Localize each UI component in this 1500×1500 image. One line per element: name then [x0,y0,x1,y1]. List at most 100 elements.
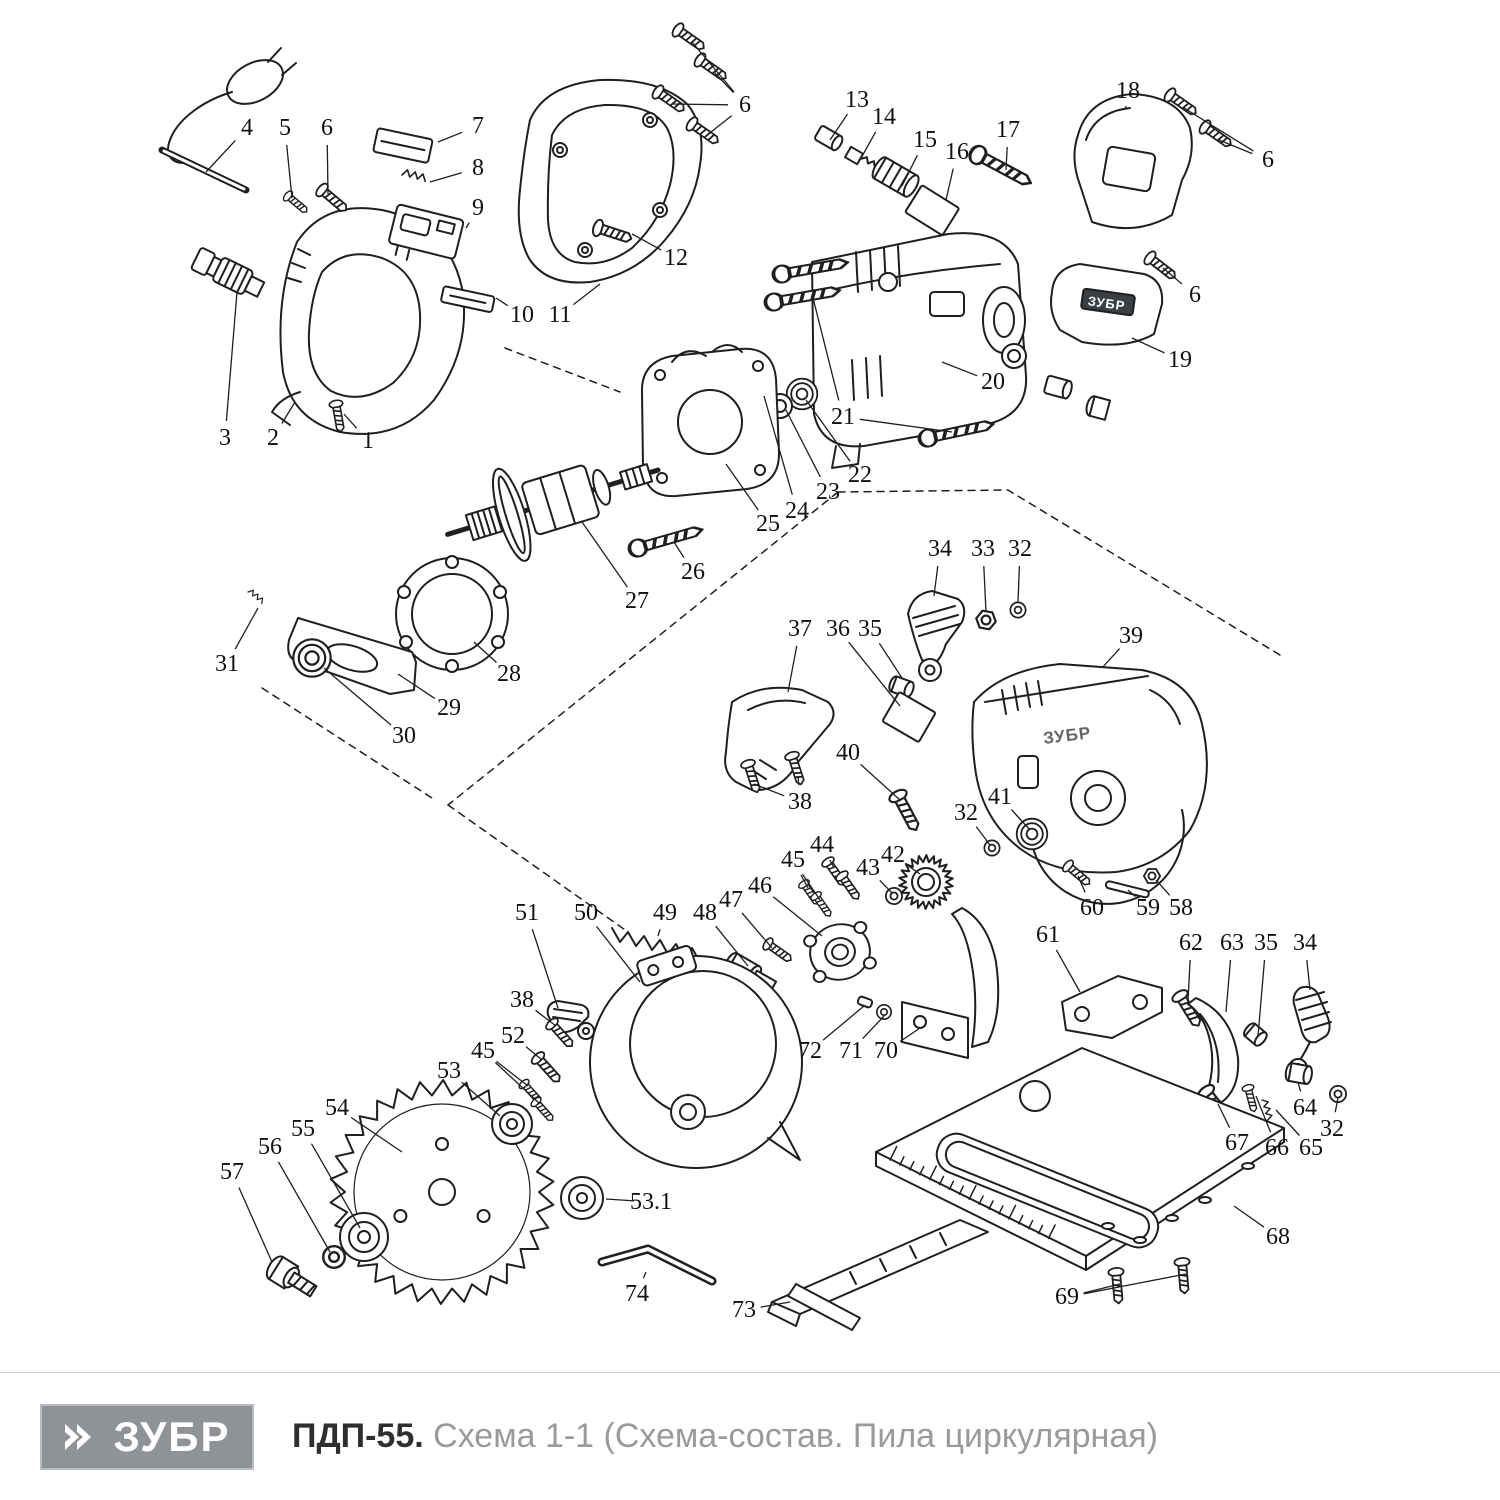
part-label-41: 41 [988,784,1012,810]
cap-marking: ЗУБР [1087,293,1126,313]
spacer-plate [882,691,936,743]
caption: ПДП-55. Схема 1-1 (Схема-состав. Пила ци… [292,1417,1158,1456]
rip-fence [767,1219,989,1331]
part-label-50: 50 [574,900,598,926]
part-label-59: 59 [1136,895,1160,921]
part-label-49: 49 [653,900,677,926]
part-label-52: 52 [501,1023,525,1049]
part-label-32: 32 [1008,536,1032,562]
base-plate [875,1047,1285,1271]
part-label-65: 65 [1299,1135,1323,1161]
motor-cap: ЗУБР [1050,263,1164,346]
part-label-14: 14 [872,104,896,130]
part-label-38: 38 [788,789,812,815]
part-label-2: 2 [267,425,279,451]
part-label-30: 30 [392,723,416,749]
part-label-64: 64 [1293,1095,1317,1121]
bearing-flange [803,921,877,983]
part-label-72: 72 [798,1038,822,1064]
switch [388,203,465,261]
part-label-39: 39 [1119,623,1143,649]
part-label-27: 27 [625,588,649,614]
part-label-19: 19 [1168,347,1192,373]
part-label-35: 35 [858,616,882,642]
part-label-53: 53 [437,1058,461,1084]
part-label-54: 54 [325,1095,349,1121]
part-label-10: 10 [510,302,534,328]
part-label-62: 62 [1179,930,1203,956]
switch-plate [372,127,434,164]
part-label-43: 43 [856,855,880,881]
part-label-6: 6 [739,92,751,118]
part-label-1: 1 [362,428,374,454]
part-label-55: 55 [291,1116,315,1142]
part-label-71: 71 [839,1038,863,1064]
part-label-3: 3 [219,425,231,451]
lever-nut [1284,1062,1313,1086]
part-label-4: 4 [241,115,253,141]
hex-key [597,1244,717,1286]
part-label-47: 47 [719,887,743,913]
part-label-12: 12 [664,245,688,271]
power-plug [167,47,297,164]
part-label-34: 34 [1293,930,1317,956]
blade-bolt [265,1255,318,1298]
bevel-bracket [1061,975,1163,1039]
cover-plate [440,285,496,313]
riving-knife [951,907,1000,1048]
cable-gland [190,247,266,298]
diagram-area: ЗУБР [158,20,1347,1331]
part-label-35: 35 [1254,930,1278,956]
part-label-29: 29 [437,695,461,721]
part-label-70: 70 [874,1038,898,1064]
schema-title: Схема 1-1 (Схема-состав. Пила циркулярна… [423,1417,1158,1455]
stator [640,344,781,498]
part-label-53.1: 53.1 [630,1189,672,1215]
part-label-13: 13 [845,87,869,113]
pivot-bushing [888,675,915,699]
logo-text: ЗУБР [113,1412,231,1460]
lower-blade-guard [589,944,803,1169]
mount-bracket [287,617,417,695]
part-label-23: 23 [816,479,840,505]
part-label-6: 6 [1262,147,1274,173]
part-label-74: 74 [625,1281,649,1307]
part-label-48: 48 [693,900,717,926]
part-label-37: 37 [788,616,812,642]
part-label-8: 8 [472,155,484,181]
handle-housing-left [271,207,465,435]
bearing-retainer [395,555,509,673]
part-label-38: 38 [510,987,534,1013]
quadrant-bushing [1243,1022,1268,1047]
part-label-57: 57 [220,1159,244,1185]
carbon-brush [844,145,876,169]
knife-bracket [901,1001,969,1059]
housing-small-parts [1001,343,1112,421]
part-label-32: 32 [954,800,978,826]
part-label-56: 56 [258,1134,282,1160]
footer: ЗУБР ПДП-55. Схема 1-1 (Схема-состав. Пи… [0,1372,1500,1500]
part-label-22: 22 [848,462,872,488]
cord-protector [158,146,250,194]
part-label-25: 25 [756,511,780,537]
leader-lines [205,41,1339,1308]
part-label-20: 20 [981,369,1005,395]
part-label-66: 66 [1265,1135,1289,1161]
part-label-36: 36 [826,616,850,642]
inner-flange [339,1212,389,1262]
part-label-67: 67 [1225,1130,1249,1156]
part-label-32: 32 [1320,1116,1344,1142]
part-label-16: 16 [945,139,969,165]
part-label-45: 45 [781,847,805,873]
part-label-17: 17 [996,117,1020,143]
part-label-6: 6 [321,115,333,141]
brush-cap [814,125,844,152]
zubr-logo: ЗУБР [40,1403,254,1470]
part-label-9: 9 [472,195,484,221]
handle-housing-right [517,78,703,284]
top-cover [1073,93,1193,230]
part-label-68: 68 [1266,1224,1290,1250]
part-label-46: 46 [748,873,772,899]
